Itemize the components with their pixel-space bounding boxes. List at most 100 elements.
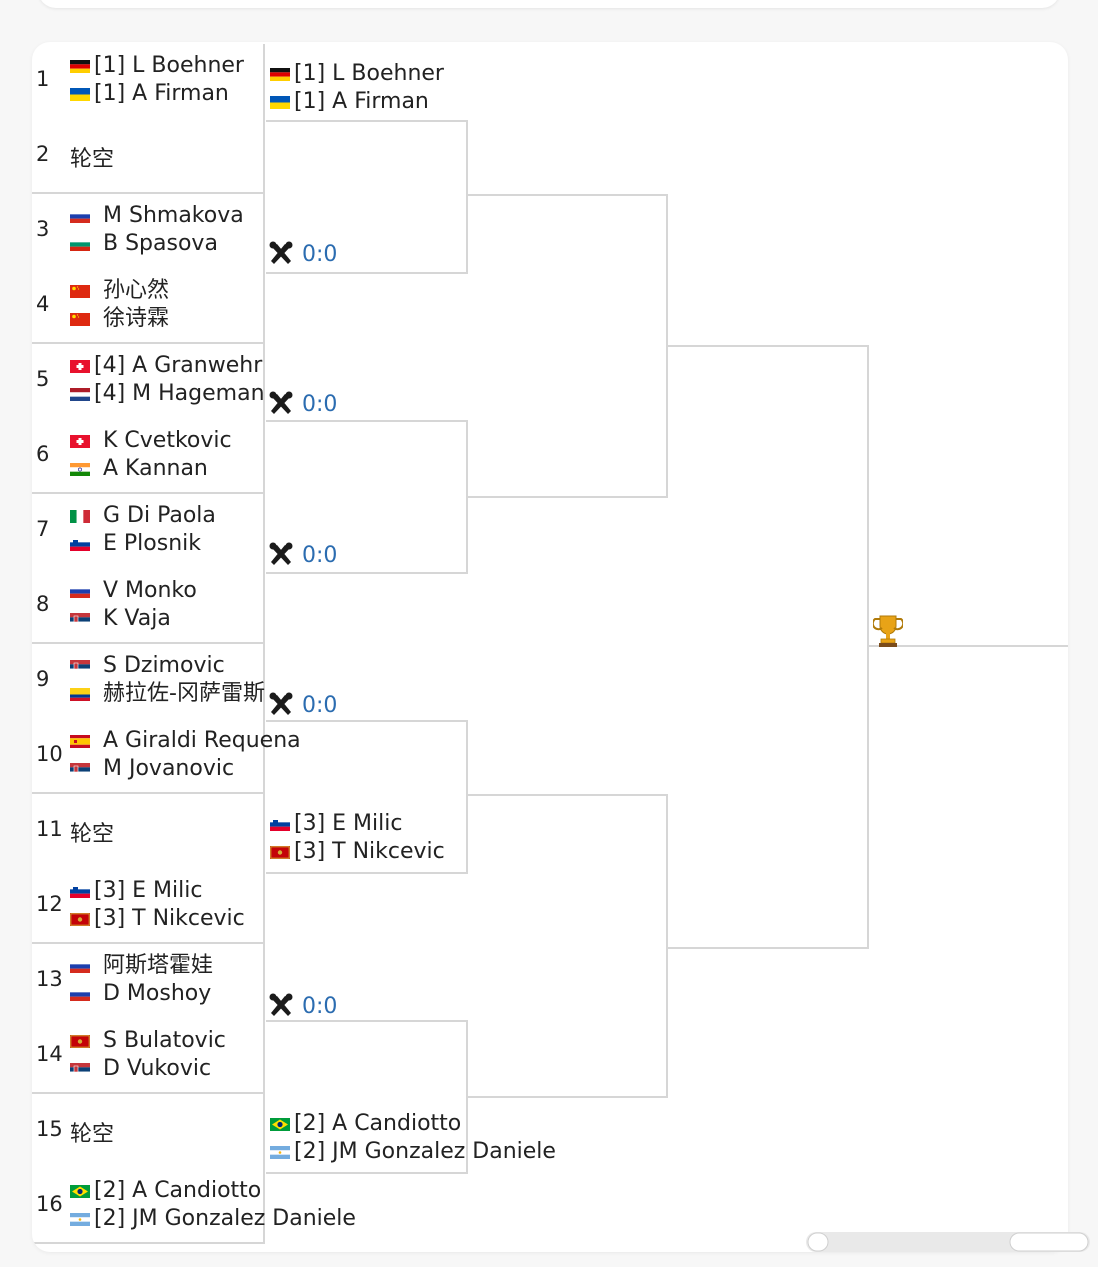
flag-ar-icon <box>70 1212 90 1226</box>
slot-number: 6 <box>36 442 50 466</box>
round1-match <box>32 644 265 794</box>
score-value: 0:0 <box>302 692 338 718</box>
round2-team[interactable]: [1] L Boehner[1] A Firman <box>270 60 444 116</box>
bye-label: 轮空 <box>70 147 115 172</box>
draw-slot[interactable]: 12 [3] E Milic [3] T Nikcevic <box>32 869 262 943</box>
round1-match <box>32 794 265 944</box>
player-name: 徐诗霖 <box>103 306 170 331</box>
player-name: [2] A Candiotto <box>94 1178 262 1203</box>
crossed-rackets-icon <box>269 241 293 264</box>
player-name: B Spasova <box>103 231 218 256</box>
player-row: 孙心然 <box>70 277 169 305</box>
player-name: [4] A Granwehr <box>94 353 263 378</box>
player-row: A Giraldi Requena <box>70 727 301 755</box>
player-row: [1] A Firman <box>70 80 244 108</box>
player-row: M Jovanovic <box>70 755 301 783</box>
round1-match <box>32 944 265 1094</box>
flag-si-icon <box>270 817 290 831</box>
player-row: [1] L Boehner <box>70 52 244 80</box>
slot-number: 14 <box>36 1042 63 1066</box>
crossed-rackets-icon <box>269 391 293 414</box>
player-row: E Plosnik <box>70 530 216 558</box>
flag-me-icon <box>70 912 90 926</box>
round2-team[interactable]: [2] A Candiotto[2] JM Gonzalez Daniele <box>270 1110 556 1166</box>
player-row: [2] A Candiotto <box>270 1110 556 1138</box>
flag-rs-icon <box>70 1062 90 1076</box>
draw-slot[interactable]: 9 S Dzimovic 赫拉佐-冈萨雷斯 <box>32 644 265 718</box>
draw-slot[interactable]: 16 [2] A Candiotto[2] JM Gonzalez Daniele <box>32 1169 356 1243</box>
slot-number: 1 <box>36 67 50 91</box>
player-name: S Dzimovic <box>103 653 225 678</box>
player-row: [2] JM Gonzalez Daniele <box>70 1205 356 1233</box>
player-row: [4] M Hageman <box>70 380 265 408</box>
match-score[interactable]: 0:0 <box>268 241 337 267</box>
flag-nl-icon <box>70 387 90 401</box>
player-name: [1] L Boehner <box>94 53 244 78</box>
player-row: G Di Paola <box>70 502 216 530</box>
player-name: [1] A Firman <box>94 81 229 106</box>
draw-slot[interactable]: 5 [4] A Granwehr [4] M Hageman <box>32 344 265 418</box>
player-row: 徐诗霖 <box>70 305 169 333</box>
flag-ar-icon <box>270 1145 290 1159</box>
flag-me-icon <box>270 845 290 859</box>
crossed-rackets-icon <box>269 993 293 1016</box>
round2-team[interactable]: [3] E Milic[3] T Nikcevic <box>270 810 445 866</box>
flag-ch-icon <box>70 359 90 373</box>
player-row: [3] E Milic <box>270 810 445 838</box>
flag-ua-icon <box>270 95 290 109</box>
draw-slot[interactable]: 1 [1] L Boehner [1] A Firman <box>32 44 262 118</box>
player-name: K Cvetkovic <box>103 428 232 453</box>
player-name: [3] T Nikcevic <box>294 839 445 864</box>
match-score[interactable]: 0:0 <box>268 692 337 718</box>
horizontal-scrollbar[interactable] <box>806 1230 1090 1254</box>
round1-match <box>32 494 265 644</box>
player-name: S Bulatovic <box>103 1028 226 1053</box>
player-row: A Kannan <box>70 455 232 483</box>
flag-bg-icon <box>70 237 90 251</box>
slot-number: 12 <box>36 892 63 916</box>
player-name: 阿斯塔霍娃 <box>103 953 214 978</box>
player-name: [3] E Milic <box>94 878 203 903</box>
final-line <box>869 645 1068 647</box>
player-name: D Moshoy <box>103 981 212 1006</box>
team-players: [4] A Granwehr [4] M Hageman <box>70 352 265 408</box>
flag-es-icon <box>70 734 90 748</box>
slot-number: 5 <box>36 367 50 391</box>
player-row: M Shmakova <box>70 202 244 230</box>
player-name: 赫拉佐-冈萨雷斯 <box>103 681 265 706</box>
team-players: [3] E Milic [3] T Nikcevic <box>70 877 245 933</box>
slot-number: 16 <box>36 1192 63 1216</box>
player-row: [3] E Milic <box>70 877 245 905</box>
player-row: [1] L Boehner <box>270 60 444 88</box>
player-name: [4] M Hageman <box>94 381 265 406</box>
flag-co-icon <box>70 687 90 701</box>
score-value: 0:0 <box>302 241 338 267</box>
slot-number: 9 <box>36 667 50 691</box>
player-row: [1] A Firman <box>270 88 444 116</box>
match-score[interactable]: 0:0 <box>268 542 337 568</box>
player-row: K Vaja <box>70 605 197 633</box>
slot-number: 11 <box>36 817 63 841</box>
player-name: G Di Paola <box>103 503 216 528</box>
player-name: [3] T Nikcevic <box>94 906 245 931</box>
slot-number: 15 <box>36 1117 63 1141</box>
match-score[interactable]: 0:0 <box>268 391 337 417</box>
flag-si-icon <box>70 537 90 551</box>
flag-de-icon <box>70 59 90 73</box>
bye-label: 轮空 <box>70 822 115 847</box>
draw-slot[interactable]: 11 轮空 <box>32 794 262 868</box>
match-score[interactable]: 0:0 <box>268 993 337 1019</box>
